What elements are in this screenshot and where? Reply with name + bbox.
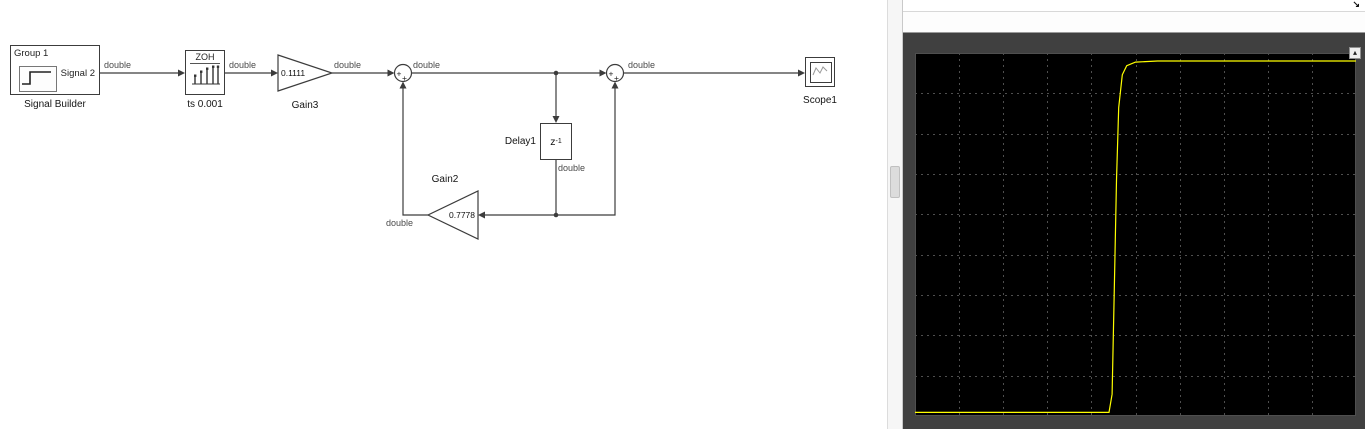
signal-type-label: double [229, 60, 257, 70]
branch-dot [553, 70, 559, 76]
signal-type-label: double [628, 60, 656, 70]
scope-axes-panel: ▴ [903, 33, 1365, 429]
delay1-exponent: -1 [555, 138, 562, 145]
scope-screen-icon [810, 62, 832, 83]
model-canvas[interactable]: + + + + 0.1111 0.7778 Group 1 [0, 0, 887, 429]
gain2-block[interactable]: 0.7778 [426, 190, 479, 240]
arrowhead-icon [271, 69, 278, 77]
gain3-value: 0.1111 [281, 68, 305, 78]
zoh-block[interactable]: ZOH [185, 50, 225, 95]
scope-trace [915, 60, 1356, 413]
arrowhead-icon [178, 69, 185, 77]
gain2-value: 0.7778 [449, 210, 475, 220]
expand-axes-button[interactable]: ▴ [1349, 47, 1361, 59]
signal-builder-group-label: Group 1 [14, 48, 49, 59]
gain2-name: Gain2 [431, 174, 459, 185]
signal-builder-name: Signal Builder [24, 99, 86, 110]
signal-builder-signal-label: Signal 2 [60, 68, 95, 79]
wire-gain2-to-sum1[interactable] [402, 87, 428, 216]
scope-toolbar [903, 12, 1365, 33]
branch-dot [553, 212, 559, 218]
zoh-stem-icon [191, 64, 221, 91]
signal-type-label: double [386, 218, 414, 228]
signal-type-label: double [334, 60, 362, 70]
sum2-plus-left: + [609, 69, 614, 79]
scope-plot-area[interactable] [915, 53, 1356, 416]
sum2-plus-bottom: + [614, 73, 619, 83]
scope-window-titlebar: ↘ [903, 0, 1365, 12]
arrowhead-icon [599, 69, 607, 77]
delay1-z-symbol: z [550, 135, 556, 148]
zoh-title: ZOH [190, 52, 220, 64]
delay1-block[interactable]: z-1 [540, 123, 572, 160]
wire-layer: + + + + 0.1111 0.7778 [100, 54, 805, 240]
scrollbar-thumb[interactable] [890, 166, 900, 198]
arrowhead-icon [387, 69, 395, 77]
arrowhead-icon [478, 211, 485, 219]
gain3-block[interactable]: 0.1111 [277, 54, 334, 92]
gain3-name: Gain3 [291, 100, 319, 111]
wire-feedback-to-sum2[interactable] [556, 87, 616, 216]
signal-type-label: double [413, 60, 441, 70]
arrowhead-icon [399, 81, 407, 89]
dock-arrow-icon[interactable]: ↘ [1352, 0, 1360, 9]
arrowhead-icon [611, 81, 619, 89]
sum-block-1[interactable]: + + [393, 63, 413, 84]
scope-plot-svg [915, 53, 1356, 416]
scope1-name: Scope1 [803, 95, 837, 106]
vertical-scrollbar[interactable] [887, 0, 903, 429]
signal-type-label: double [558, 163, 586, 173]
zoh-param-label: ts 0.001 [187, 99, 223, 110]
signal-type-label: double [104, 60, 132, 70]
delay1-name: Delay1 [504, 136, 536, 147]
sum1-plus-bottom: + [402, 73, 407, 83]
scope-window: ↘ ▴ [903, 0, 1365, 429]
scope1-block[interactable] [805, 57, 835, 87]
sum1-plus-left: + [397, 69, 402, 79]
signal-waveform-icon [19, 66, 57, 92]
arrowhead-icon [798, 69, 805, 77]
sum-block-2[interactable]: + + [605, 63, 625, 84]
arrowhead-icon [552, 116, 560, 123]
signal-builder-block[interactable]: Group 1 Signal 2 [10, 45, 100, 95]
